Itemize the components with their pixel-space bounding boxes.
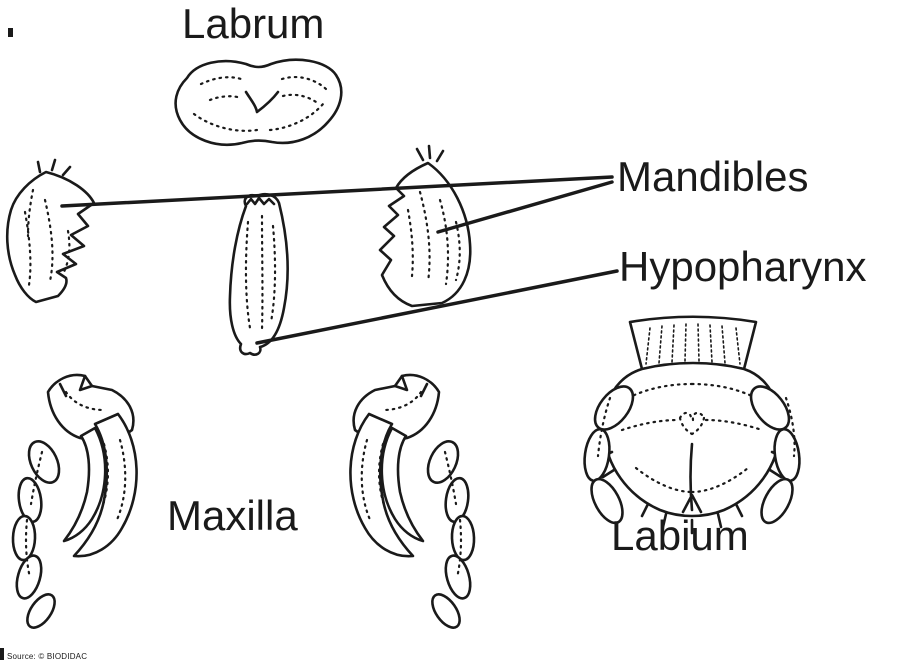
hypopharynx-top-detail xyxy=(245,196,276,206)
maxilla-left-blade-inner xyxy=(62,426,107,543)
mandible-right-hairs xyxy=(415,144,445,163)
leader-line-right-mandible xyxy=(436,180,614,234)
labium-center-line xyxy=(681,442,703,514)
labium-heart-mark xyxy=(678,411,706,436)
maxilla-right-palp-segment xyxy=(444,554,472,600)
label-maxilla: Maxilla xyxy=(167,492,298,539)
label-hypopharynx: Hypopharynx xyxy=(619,243,867,290)
labrum-stipple xyxy=(192,75,328,132)
mandible-left-hairs xyxy=(36,158,72,177)
maxilla-right-body-detail xyxy=(393,374,429,398)
scan-artifact-top-left xyxy=(8,28,13,37)
maxilla-right-drawing xyxy=(349,373,476,629)
label-labium: Labium xyxy=(611,512,749,559)
maxilla-left-body-detail xyxy=(58,374,94,398)
mandible-left-drawing xyxy=(5,158,96,304)
mandible-left-stipple xyxy=(23,188,71,287)
labium-body-stipple xyxy=(620,382,764,494)
labium-drawing xyxy=(583,315,801,535)
maxilla-left-stipple xyxy=(64,390,127,524)
label-labrum: Labrum xyxy=(182,0,325,47)
maxilla-right-blade-inner xyxy=(380,426,425,543)
leader-lines xyxy=(60,175,619,345)
maxilla-left-palp-segment xyxy=(26,593,56,629)
mandible-right-stipple xyxy=(406,190,461,286)
maxilla-left-blade-outer xyxy=(72,412,138,558)
labrum-drawing xyxy=(174,58,343,147)
hypopharynx-outline xyxy=(228,192,289,356)
scan-artifact-bottom-left xyxy=(0,648,4,660)
labium-right-palp-segment xyxy=(749,385,791,431)
hypopharynx-drawing xyxy=(228,192,289,356)
label-mandibles: Mandibles xyxy=(617,153,809,200)
labrum-outline xyxy=(174,58,343,147)
leader-line-hypopharynx xyxy=(255,269,619,345)
labium-palp-stipple xyxy=(596,396,796,458)
maxilla-right-stipple xyxy=(360,390,423,524)
maxilla-right-blade-outer xyxy=(349,412,415,558)
maxilla-right-palp-segment xyxy=(431,593,461,629)
leader-line-left-mandible xyxy=(60,175,614,208)
source-credit: Source: © BIODIDAC xyxy=(7,652,88,661)
hypopharynx-stipple xyxy=(244,214,277,332)
labrum-crease xyxy=(244,90,280,114)
labium-right-palp-segment xyxy=(760,477,794,525)
maxilla-right-palp-segment xyxy=(450,514,476,562)
maxilla-left-palp-segment xyxy=(15,554,43,600)
maxilla-left-palp-stipple xyxy=(24,450,44,580)
maxilla-left-palp-segment xyxy=(11,514,37,562)
mandible-left-outline xyxy=(5,170,96,304)
maxilla-right-palp-stipple xyxy=(443,450,463,580)
maxilla-left-drawing xyxy=(11,373,138,629)
labium-left-palp-segment xyxy=(590,477,624,525)
